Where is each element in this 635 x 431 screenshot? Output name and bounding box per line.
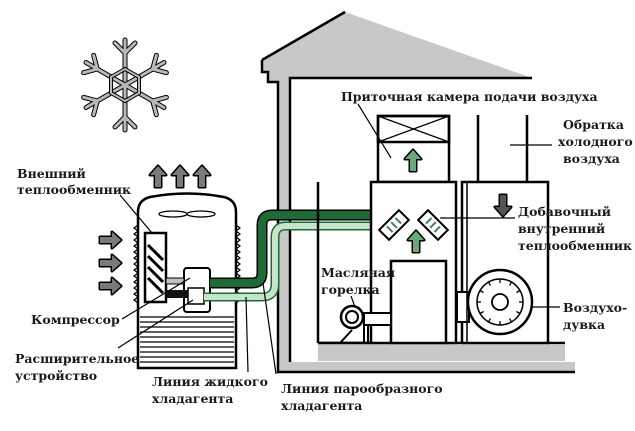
label-vapor-line: Линия парообразного (281, 381, 443, 396)
arrow-up-icon (403, 148, 423, 173)
arrow-down-icon (493, 193, 513, 218)
label-outdoor-heat-exchanger: Внешний (17, 166, 86, 181)
arrow-right-icon (98, 276, 123, 296)
label-cold-air-return-2: холодного (558, 134, 633, 149)
label-blower: Воздухо- (563, 300, 627, 315)
label-expansion-device: Расширительное (15, 351, 139, 366)
label-oil-burner-2: горелка (321, 282, 380, 297)
label-oil-burner: Масляная (321, 265, 395, 280)
label-cold-air-return-3: воздуха (563, 151, 620, 166)
roof-step (260, 60, 575, 374)
oil-burner (339, 304, 392, 344)
fan-blade (186, 210, 216, 218)
label-outdoor-heat-exchanger-2: теплообменник (17, 182, 131, 197)
fan-blade (158, 210, 188, 218)
house-roof (262, 12, 575, 372)
outdoor-unit (98, 164, 241, 370)
label-expansion-device-2: устройство (15, 368, 97, 383)
label-supply-plenum: Приточная камера подачи воздуха (341, 89, 598, 104)
roof-edge (261, 10, 346, 62)
label-vapor-line-2: хладагента (281, 398, 362, 413)
arrow-up-icon (148, 164, 212, 189)
refrigerant-lines (204, 209, 385, 302)
arrow-up-icon (406, 229, 426, 254)
arrow-right-icon (98, 253, 123, 273)
label-cold-air-return: Обратка (563, 117, 624, 132)
label-indoor-coil-3: теплообменник (518, 238, 632, 253)
arrow-up-icon (170, 164, 190, 189)
label-indoor-coil-2: внутренний (518, 221, 605, 236)
label-indoor-coil: Добавочный (518, 204, 611, 219)
label-blower-2: дувка (563, 317, 605, 332)
fins-left (133, 224, 139, 304)
arrow-up-icon (403, 148, 423, 173)
snowflake-icon (81, 37, 169, 133)
louvers (140, 316, 234, 363)
arrow-up-icon (192, 164, 212, 189)
arrow-up-icon (148, 164, 168, 189)
arrow-up-icon (406, 229, 426, 254)
fins-right (235, 224, 241, 304)
blower (456, 268, 534, 336)
label-compressor: Компрессор (31, 312, 120, 327)
arrow-down-icon (493, 193, 513, 218)
house-inner-wall (288, 76, 532, 362)
labels: Внешний теплообменник Компрессор Расшири… (15, 89, 633, 413)
leader-lines (117, 103, 560, 375)
combustion-chamber (389, 259, 448, 345)
label-liquid-line: Линия жидкого (152, 374, 268, 389)
indoor-coil (377, 208, 450, 242)
house (260, 10, 575, 374)
arrow-right-icon (98, 230, 123, 250)
outdoor-coil (143, 231, 168, 304)
indoor-equipment (316, 114, 550, 345)
label-liquid-line-2: хладагента (152, 391, 233, 406)
arrow-right-icon (98, 230, 123, 296)
